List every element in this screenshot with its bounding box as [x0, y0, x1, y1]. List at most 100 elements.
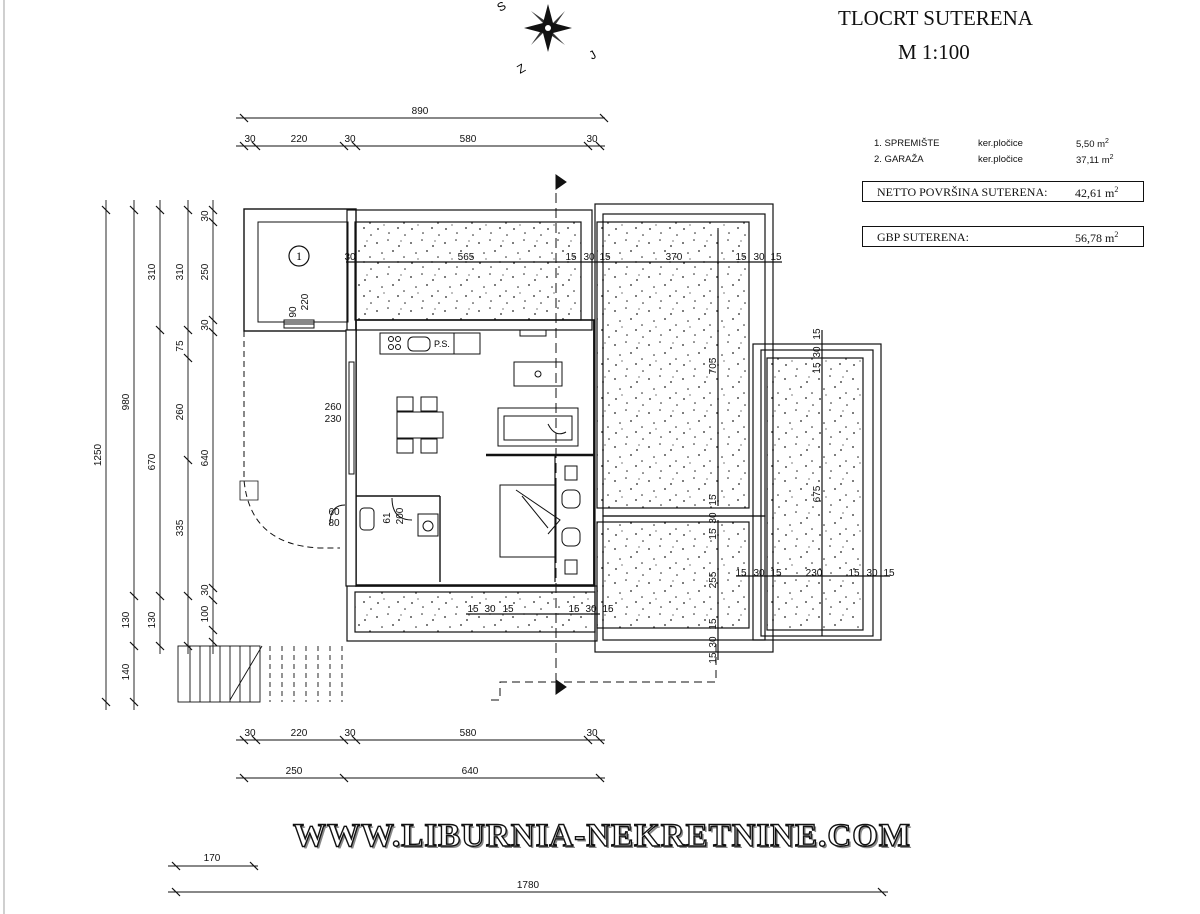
dim-terrace-bottom: 30 — [484, 604, 496, 615]
dim-bottom-mid: 640 — [462, 766, 479, 777]
dim-left-col3: 130 — [147, 611, 158, 628]
dim-terrace-bottom: 15 — [502, 604, 514, 615]
kitchen-counter — [379, 332, 481, 355]
dim-vertical-a: 15 — [708, 494, 719, 506]
dim-left-col3: 310 — [175, 263, 186, 280]
dim-terrace-top: 15 — [770, 252, 782, 263]
dim-top-part: 220 — [291, 134, 308, 145]
dim-terrace-bottom: 15 — [568, 604, 580, 615]
dim-vertical-c: 30 — [812, 346, 823, 358]
dim-top-part: 30 — [586, 134, 598, 145]
dim-left-col2: 670 — [147, 453, 158, 470]
dim-left-small: 30 — [200, 319, 211, 331]
legend-area-sup: 2 — [1105, 138, 1109, 145]
dim-terrace-top: 30 — [753, 252, 765, 263]
dim-top-part: 580 — [460, 134, 477, 145]
dim-bottom-part: 30 — [244, 728, 256, 739]
dim-left-small: 30 — [200, 210, 211, 222]
kitchen-island — [513, 361, 563, 387]
dim-terrace-230: 15 — [848, 568, 860, 579]
dim-terrace-top: 30 — [583, 252, 595, 263]
dim-left-col3: 335 — [175, 519, 186, 536]
dim-vertical-a: 15 — [708, 528, 719, 540]
dim-vertical-c: 15 — [812, 362, 823, 374]
legend-row-area: 5,50 m2 — [1076, 138, 1109, 150]
legend-area-sup: 2 — [1109, 154, 1114, 161]
dim-terrace-bottom: 30 — [585, 604, 597, 615]
dim-door-60: 60 — [328, 507, 340, 518]
dim-vertical-b: 15 — [708, 618, 719, 630]
dim-terrace-230: 15 — [883, 568, 895, 579]
dim-terrace-230: 15 — [735, 568, 747, 579]
compass-rose-icon — [524, 4, 572, 52]
dim-bath-61: 61 — [382, 512, 393, 524]
dim-storage: 220 — [300, 293, 311, 310]
bathroom — [329, 497, 439, 537]
netto-area-label: NETTO POVRŠINA SUTERENA: — [877, 185, 1048, 199]
dim-terrace-230: 15 — [770, 568, 782, 579]
legend-row-name: 2. GARAŽA — [874, 154, 924, 165]
dim-vertical-a: 30 — [708, 512, 719, 524]
sofa — [497, 407, 579, 447]
dim-terrace-675: 675 — [812, 485, 823, 502]
dim-terrace-bottom: 15 — [467, 604, 479, 615]
dim-left-small: 30 — [200, 584, 211, 596]
dim-vertical-b: 30 — [708, 636, 719, 648]
dim-left-small: 75 — [175, 340, 186, 352]
gbp-area-box: GBP SUTERENA: 56,78 m2 — [862, 226, 1144, 247]
dim-left-col2: 310 — [147, 263, 158, 280]
legend-row-name: 1. SPREMIŠTE — [874, 138, 940, 149]
dim-terrace-255: 255 — [708, 571, 719, 588]
drawing-title: TLOCRT SUTERENA — [838, 6, 1033, 30]
building-walls — [243, 208, 595, 587]
dim-terrace-top: 565 — [458, 252, 475, 263]
room-number-label: 1 — [296, 249, 302, 263]
compass-label-s: S — [495, 0, 509, 15]
dim-left-small: 100 — [200, 605, 211, 622]
dining-table — [396, 396, 444, 454]
dim-left-1250: 1250 — [93, 443, 104, 466]
dim-left-col2: 130 — [121, 611, 132, 628]
dim-vertical-c: 15 — [812, 328, 823, 340]
watermark: WWW.LIBURNIA-NEKRETNINE.COM — [292, 817, 912, 854]
dim-bottom-part: 30 — [344, 728, 356, 739]
compass-label-j: J — [587, 47, 599, 62]
dim-storage: 90 — [288, 306, 299, 318]
legend-row-material: ker.pločice — [978, 138, 1023, 149]
dim-terrace-top: 15 — [735, 252, 747, 263]
dim-terrace-top: 15 — [599, 252, 611, 263]
dim-left-col3: 260 — [175, 403, 186, 420]
stairs — [177, 645, 343, 703]
dim-bottom-part: 580 — [460, 728, 477, 739]
dim-wall-260: 260 — [325, 402, 342, 413]
dim-bottom-total: 1780 — [517, 880, 540, 891]
legend-row-area: 37,11 m2 — [1076, 154, 1114, 166]
dim-left-980: 980 — [121, 393, 132, 410]
dim-terrace-bottom: 15 — [602, 604, 614, 615]
dim-terrace-230: 230 — [806, 568, 823, 579]
netto-area-value: 42,61 m2 — [1075, 185, 1119, 200]
dim-door-80: 80 — [328, 518, 340, 529]
legend-area-value: 5,50 m — [1076, 139, 1106, 151]
drawing-scale: M 1:100 — [898, 40, 970, 64]
appliance-label: P.S. — [434, 339, 450, 349]
dim-terrace-230: 30 — [866, 568, 878, 579]
legend-area-value: 37,11 m — [1076, 155, 1110, 167]
dim-vertical-b: 15 — [708, 652, 719, 664]
gbp-area-label: GBP SUTERENA: — [877, 230, 969, 244]
room-number-marker — [288, 245, 310, 267]
compass-label-z: Z — [515, 61, 528, 77]
dim-wall-230: 230 — [325, 414, 342, 425]
dim-top-total: 890 — [412, 106, 429, 117]
bed — [499, 465, 581, 575]
dim-terrace-705: 705 — [708, 357, 719, 374]
dim-bottom-small: 170 — [204, 853, 221, 864]
dim-top-part: 30 — [244, 134, 256, 145]
dim-left-col4: 250 — [200, 263, 211, 280]
dim-left-col4: 640 — [200, 449, 211, 466]
dim-terrace-top: 370 — [666, 252, 683, 263]
gbp-area-value: 56,78 m2 — [1075, 230, 1119, 245]
dim-bottom-mid: 250 — [286, 766, 303, 777]
dim-bath-200: 200 — [395, 507, 406, 524]
